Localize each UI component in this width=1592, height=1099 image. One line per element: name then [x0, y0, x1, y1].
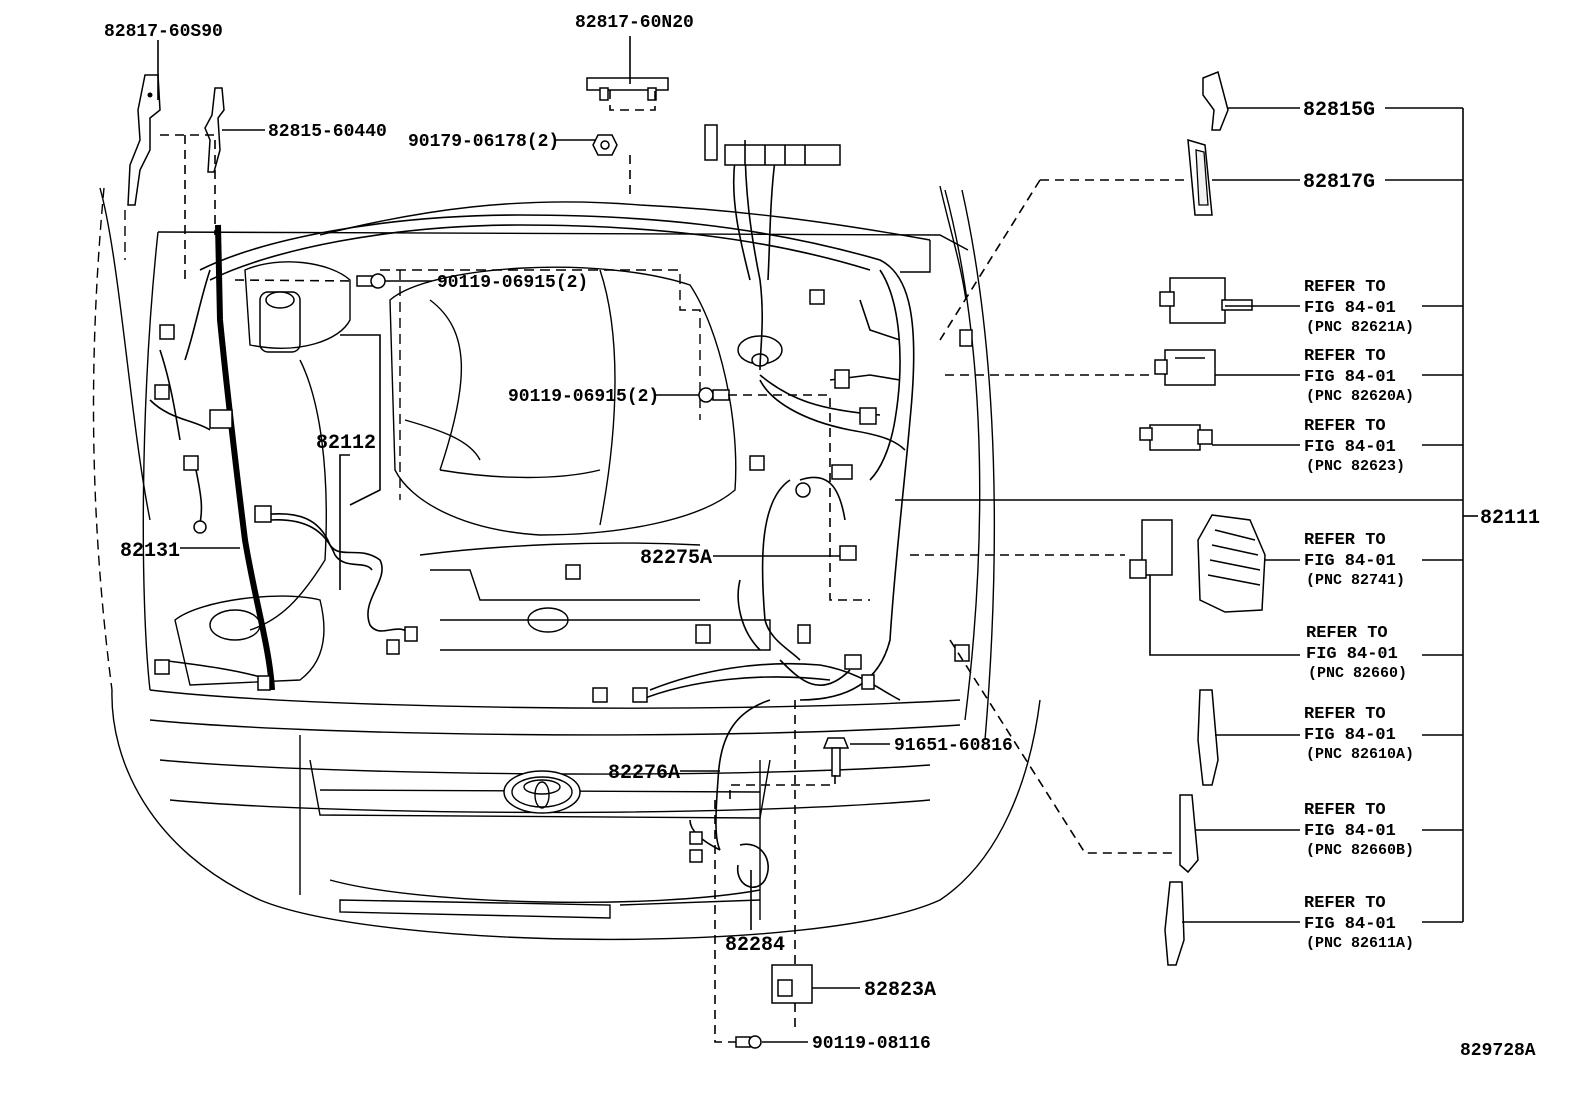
connector-icon	[632, 687, 648, 703]
svg-text:FIG 84-01: FIG 84-01	[1304, 726, 1396, 745]
connector-icon	[844, 654, 862, 670]
label-82817G: 82817G	[1303, 171, 1375, 194]
label-91651-60816: 91651-60816	[894, 736, 1013, 756]
label-82112: 82112	[316, 432, 376, 455]
svg-text:(PNC 82660): (PNC 82660)	[1308, 665, 1407, 682]
svg-text:FIG 84-01: FIG 84-01	[1306, 645, 1398, 664]
refer-82741: REFER TO FIG 84-01 (PNC 82741)	[1304, 531, 1405, 589]
engine-compartment	[174, 261, 783, 686]
connector-icon	[809, 289, 825, 305]
connector-icon	[954, 644, 970, 662]
connector-icon	[386, 639, 400, 655]
figure-id: 829728A	[1460, 1041, 1536, 1061]
connector-icon	[565, 564, 581, 580]
label-82111: 82111	[1480, 507, 1540, 530]
refer-82621A: REFER TO FIG 84-01 (PNC 82621A)	[1304, 278, 1414, 336]
right-column-parts	[1129, 70, 1266, 966]
svg-text:REFER TO: REFER TO	[1304, 705, 1386, 724]
label-82284: 82284	[725, 934, 785, 957]
svg-text:FIG 84-01: FIG 84-01	[1304, 438, 1396, 457]
svg-text:FIG 84-01: FIG 84-01	[1304, 368, 1396, 387]
refer-82660B: REFER TO FIG 84-01 (PNC 82660B)	[1304, 801, 1414, 859]
bolt-icon	[822, 737, 890, 777]
svg-text:(PNC 82623): (PNC 82623)	[1306, 458, 1405, 475]
label-82823A: 82823A	[864, 979, 936, 1002]
label-82275A: 82275A	[640, 547, 712, 570]
clip-82815-60440	[204, 87, 265, 173]
bolt-icon	[735, 1035, 808, 1049]
svg-text:REFER TO: REFER TO	[1304, 347, 1386, 366]
leader-lines	[160, 90, 1478, 1043]
connector-icon	[257, 675, 271, 691]
connector-icon	[695, 624, 711, 644]
connector-icon	[861, 674, 875, 690]
label-82817-60S90: 82817-60S90	[104, 22, 223, 42]
connector-icon	[254, 505, 272, 523]
svg-text:REFER TO: REFER TO	[1304, 531, 1386, 550]
bracket-82817-60S90	[127, 40, 161, 206]
connectors	[154, 289, 973, 863]
connector-icon	[404, 626, 418, 642]
refer-to-labels: REFER TO FIG 84-01 (PNC 82621A) REFER TO…	[1304, 278, 1414, 952]
label-82276A: 82276A	[608, 762, 680, 785]
connector-icon	[209, 409, 233, 429]
nut-90179-06178	[555, 134, 618, 156]
label-90119-06915-mid: 90119-06915(2)	[508, 387, 659, 407]
svg-text:REFER TO: REFER TO	[1304, 894, 1386, 913]
connector-block-top	[704, 124, 841, 166]
svg-text:FIG 84-01: FIG 84-01	[1304, 552, 1396, 571]
label-82131: 82131	[120, 540, 180, 563]
toyota-emblem-icon	[503, 770, 581, 814]
connector-icon	[689, 849, 703, 863]
label-82817-60N20: 82817-60N20	[575, 13, 694, 33]
svg-text:(PNC 82620A): (PNC 82620A)	[1306, 388, 1414, 405]
bolt-icon	[655, 387, 730, 403]
connector-icon	[159, 324, 175, 340]
connector-icon	[689, 831, 703, 845]
connector-icon	[959, 329, 973, 347]
bolt-icon	[356, 273, 432, 289]
svg-text:(PNC 82611A): (PNC 82611A)	[1306, 935, 1414, 952]
svg-text:FIG 84-01: FIG 84-01	[1304, 299, 1396, 318]
connector-icon	[154, 659, 170, 675]
refer-82623: REFER TO FIG 84-01 (PNC 82623)	[1304, 417, 1405, 475]
label-82815-60440: 82815-60440	[268, 122, 387, 142]
connector-icon	[183, 455, 199, 471]
connector-icon	[154, 384, 170, 400]
connector-icon	[797, 624, 811, 644]
refer-82610A: REFER TO FIG 84-01 (PNC 82610A)	[1304, 705, 1414, 763]
wiring-harness	[149, 139, 915, 888]
vehicle-body-outline	[92, 185, 1041, 941]
svg-text:(PNC 82621A): (PNC 82621A)	[1306, 319, 1414, 336]
label-90119-06915-top: 90119-06915(2)	[437, 273, 588, 293]
svg-text:(PNC 82660B): (PNC 82660B)	[1306, 842, 1414, 859]
refer-82620A: REFER TO FIG 84-01 (PNC 82620A)	[1304, 347, 1414, 405]
refer-82611A: REFER TO FIG 84-01 (PNC 82611A)	[1304, 894, 1414, 952]
refer-82660: REFER TO FIG 84-01 (PNC 82660)	[1306, 624, 1407, 682]
svg-text:REFER TO: REFER TO	[1306, 624, 1388, 643]
connector-icon	[749, 455, 765, 471]
svg-text:REFER TO: REFER TO	[1304, 417, 1386, 436]
cover-82823A	[771, 964, 860, 1004]
connector-icon	[831, 464, 853, 480]
connector-icon	[839, 545, 857, 561]
svg-text:(PNC 82741): (PNC 82741)	[1306, 572, 1405, 589]
label-90179-06178: 90179-06178(2)	[408, 132, 559, 152]
part-number-labels: 82817-60S90 82815-60440 82817-60N20 9017…	[104, 13, 1540, 1061]
connector-icon	[592, 687, 608, 703]
bracket-82817-60N20	[586, 36, 669, 101]
label-90119-08116: 90119-08116	[812, 1034, 931, 1054]
svg-text:FIG 84-01: FIG 84-01	[1304, 822, 1396, 841]
svg-text:FIG 84-01: FIG 84-01	[1304, 915, 1396, 934]
label-82815G: 82815G	[1303, 99, 1375, 122]
connector-icon	[834, 369, 850, 389]
connector-icon	[859, 407, 877, 425]
svg-text:(PNC 82610A): (PNC 82610A)	[1306, 746, 1414, 763]
svg-text:REFER TO: REFER TO	[1304, 801, 1386, 820]
svg-text:REFER TO: REFER TO	[1304, 278, 1386, 297]
